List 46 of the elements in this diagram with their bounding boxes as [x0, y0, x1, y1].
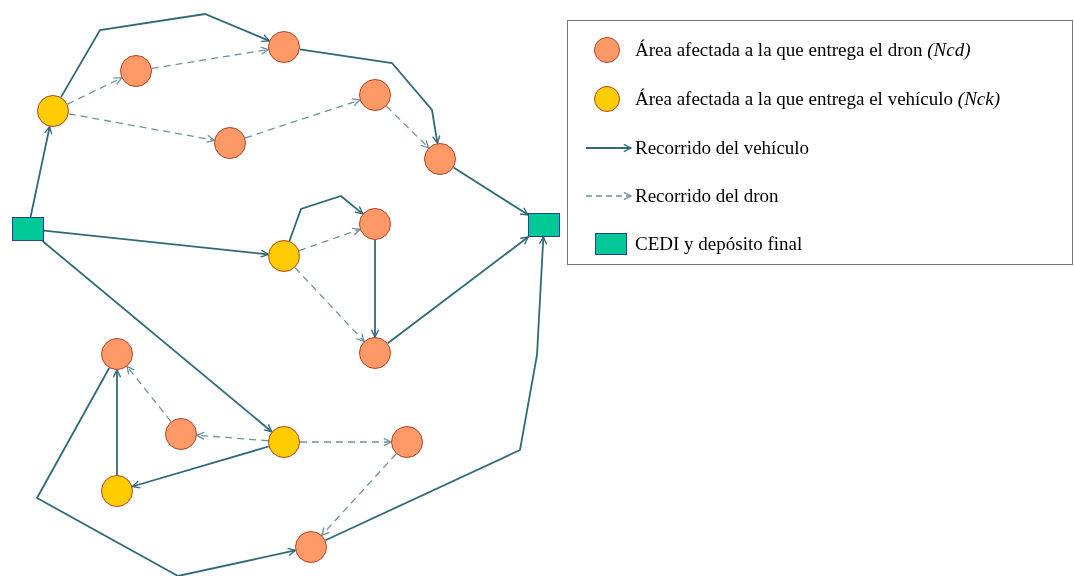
arrow: [29, 125, 53, 218]
dashed-arrow: [196, 431, 269, 442]
dashed-arrow: [66, 77, 123, 105]
drone-area-circle: [268, 31, 300, 63]
drone-area-circle: [120, 55, 152, 87]
arrow: [112, 369, 122, 476]
drone-area-circle: [101, 338, 133, 370]
dashed-arrow: [321, 453, 397, 536]
arrow: [35, 367, 297, 576]
arrow: [386, 236, 530, 345]
dashed-arrow: [294, 267, 365, 342]
dashed-arrow: [68, 113, 215, 144]
vehicle-area-circle: [37, 95, 69, 127]
dashed-arrow: [385, 105, 430, 149]
arrow: [452, 166, 529, 216]
vehicle-area-circle: [101, 475, 133, 507]
drone-area-circle: [165, 418, 197, 450]
legend-text: Área afectada a la que entrega el vehículo (Nck): [635, 88, 1000, 110]
drone-area-circle: [424, 143, 456, 175]
depot-square: [528, 213, 560, 237]
dashed-arrow: [299, 437, 392, 447]
vehicle-area-circle: [268, 426, 300, 458]
arrow: [288, 195, 364, 242]
dashed-arrow: [298, 227, 361, 252]
drone-area-circle: [295, 531, 327, 563]
legend-text: Recorrido del vehículo: [635, 137, 810, 159]
arrow: [43, 229, 269, 258]
legend-text: Recorrido del dron: [635, 185, 779, 207]
drone-area-circle: [214, 127, 246, 159]
vehicle-area-circle: [268, 240, 300, 272]
arrow: [131, 445, 270, 489]
arrow: [370, 239, 380, 338]
drone-area-circle: [359, 337, 391, 369]
legend-text: CEDI y depósito final: [635, 233, 803, 255]
drone-area-circle: [359, 79, 391, 111]
depot-square: [12, 217, 44, 241]
arrow: [60, 13, 271, 99]
dashed-arrow: [244, 98, 361, 139]
drone-area-circle: [391, 426, 423, 458]
arrow: [324, 236, 548, 542]
legend-text: Área afectada a la que entrega el dron (Ncd): [635, 39, 971, 61]
arrow: [298, 48, 441, 145]
dashed-arrow: [126, 365, 172, 423]
drone-area-circle: [359, 208, 391, 240]
dashed-arrow: [151, 46, 269, 70]
arrow: [41, 240, 273, 433]
